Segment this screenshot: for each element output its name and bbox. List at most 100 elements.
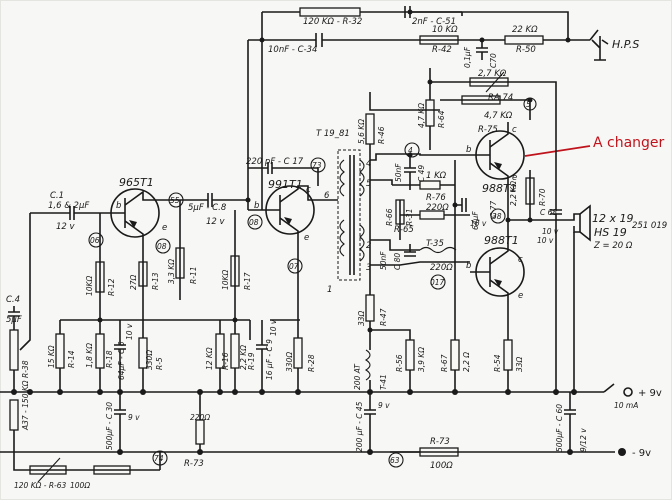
transformer-core	[349, 155, 355, 275]
label-c1-voltage: 12 v	[56, 222, 76, 232]
annotation-a-changer: A changer	[593, 135, 665, 151]
bias-network	[55, 300, 303, 392]
tp-label-74: 5	[526, 100, 531, 109]
label-r56: 3,9 KΩ	[417, 347, 426, 372]
junction	[217, 389, 223, 395]
switch-contact	[603, 383, 615, 393]
transistor-collector	[489, 220, 509, 265]
label-r65-value: 220Ω	[426, 203, 449, 213]
label-a37: 120 KΩ - R-63	[14, 481, 67, 490]
label-r76: R-76	[426, 193, 446, 203]
label-c77-voltage: 10 v	[470, 219, 487, 228]
junction	[97, 389, 103, 395]
potentiometer-mu50k	[9, 329, 19, 371]
label-t35-value: T-35	[426, 239, 444, 249]
label-c2: c	[518, 255, 523, 265]
tp-label-55: 55	[170, 196, 180, 205]
resistor-r67	[450, 339, 460, 371]
input-coupling	[29, 206, 96, 300]
label-t41-value: 200 AT	[353, 363, 362, 390]
junction	[527, 97, 533, 103]
label-r47: R-47	[379, 308, 388, 326]
label-r64-value: 4,7 KΩ	[417, 103, 426, 128]
junction	[479, 37, 485, 43]
transistor-991t1-name: 991T1	[268, 178, 303, 191]
test-point-017	[430, 274, 446, 290]
junction	[97, 317, 103, 323]
tp-label-74b: 74	[154, 454, 164, 463]
junction	[527, 217, 533, 223]
junction	[11, 389, 17, 395]
label-r42-value: 10 KΩ	[432, 25, 458, 35]
choke-t35	[419, 246, 457, 254]
junction	[259, 389, 265, 395]
emitter-arrow	[284, 217, 292, 225]
emitter-arrow	[129, 220, 137, 228]
junction	[407, 9, 413, 15]
label-e-965: e	[162, 223, 167, 233]
label-c77: C 77	[489, 201, 498, 218]
label-r5: R-5	[155, 357, 164, 370]
transformer-outline	[337, 149, 361, 281]
junction	[245, 197, 251, 203]
label-r67-value: R-67	[440, 354, 449, 372]
speaker-coil	[556, 213, 581, 233]
wire	[369, 92, 440, 111]
resistor-r50	[504, 35, 544, 45]
capacitor-c30	[114, 392, 126, 452]
tp-label-08b: 08	[249, 218, 259, 227]
tp-label-08: 08	[157, 242, 167, 251]
resistor-r17	[230, 255, 240, 287]
label-r5-value: 330Ω	[145, 350, 154, 370]
resistor-r19	[230, 333, 240, 369]
label-r14: R-14	[67, 350, 76, 368]
transistor-965t1	[96, 188, 172, 250]
speaker	[556, 204, 591, 395]
output-stage-upper	[365, 68, 557, 158]
label-r28-value: 330Ω	[285, 352, 294, 372]
capacitor-c6	[114, 320, 126, 392]
label-r54-value: R-54	[493, 354, 502, 372]
junction	[452, 389, 458, 395]
label-e2: e	[518, 291, 523, 301]
resistor-r65	[419, 210, 445, 220]
label-r73: R-73	[430, 437, 450, 447]
resistor-r12	[95, 261, 105, 293]
winding-primary	[359, 159, 365, 197]
transistor-emitter	[489, 162, 509, 190]
wire	[13, 456, 160, 471]
resistor-r64	[425, 99, 435, 127]
label-c68-value: 10 v	[542, 227, 559, 236]
label-r50-value: 22 KΩ	[512, 25, 538, 35]
fuse-label: 10 mA	[614, 401, 638, 410]
pin-6: 6	[324, 191, 330, 201]
label-c8-voltage: 12 v	[206, 217, 226, 227]
label-r31: 220Ω	[190, 413, 210, 422]
transistor-collector	[489, 122, 509, 148]
junction	[571, 389, 577, 395]
label-c70: C70	[489, 53, 498, 68]
label-b-965: b	[116, 201, 121, 211]
trimmer-arrow	[485, 71, 505, 93]
label-c49: C 49	[417, 165, 426, 182]
capacitor-c17	[248, 162, 319, 186]
transistor-collector	[124, 190, 172, 206]
transistor-965t1-name: 965T1	[119, 176, 154, 189]
label-c4-id: C.4	[6, 295, 20, 305]
label-c77-value: 64µF	[471, 211, 480, 230]
junction	[565, 37, 571, 43]
tp-label-38: 38	[492, 212, 502, 221]
tp-label-63: 63	[390, 456, 400, 465]
label-ra74: RA 74	[488, 93, 513, 103]
label-e1: e	[512, 173, 517, 183]
top-feedback-network	[247, 6, 609, 210]
negative-rail	[0, 447, 626, 483]
wire	[370, 239, 420, 251]
resistor-r11	[175, 247, 185, 279]
junction	[567, 449, 573, 455]
transistor-emitter	[489, 279, 509, 340]
wire	[59, 320, 101, 392]
label-r28: R-28	[307, 354, 316, 372]
resistor-r66	[395, 199, 405, 225]
